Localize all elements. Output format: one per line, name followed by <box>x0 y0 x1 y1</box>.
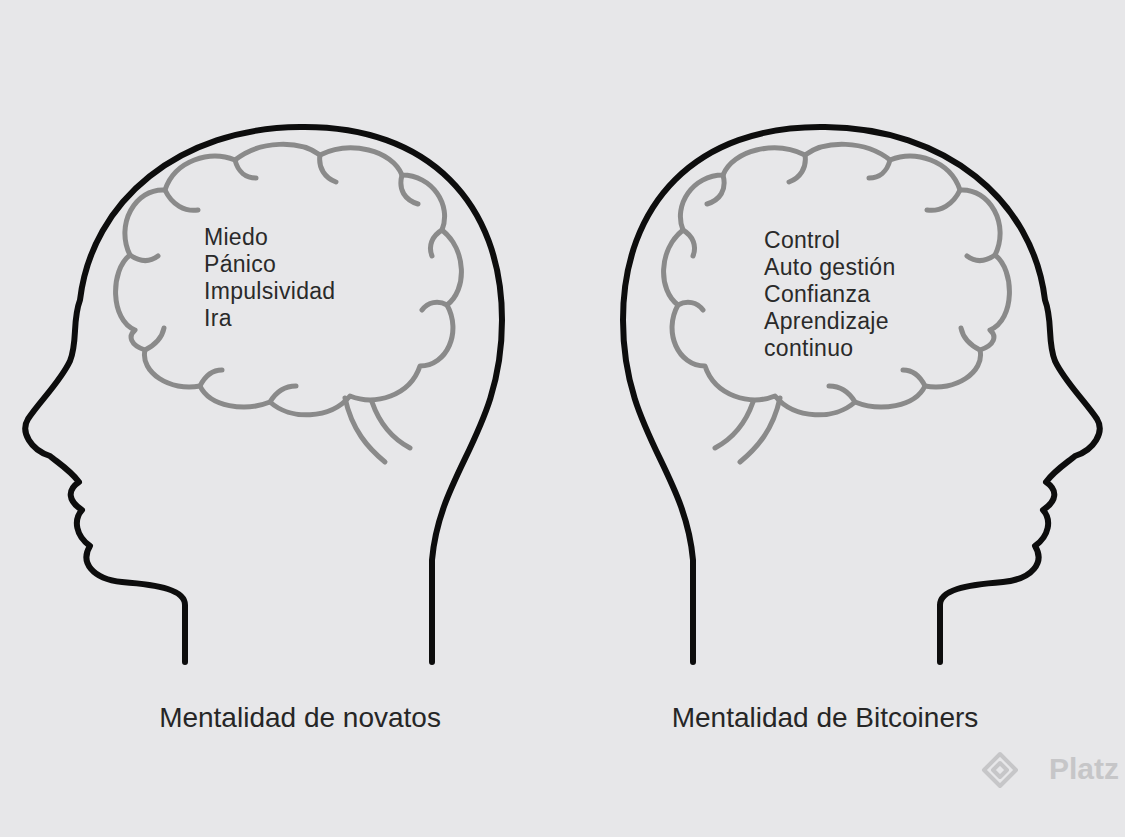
brain-word: Confianza <box>764 281 944 308</box>
brain-word: Miedo <box>204 224 404 251</box>
watermark-logo <box>984 754 1016 786</box>
brain-text-area: MiedoPánicoImpulsividadIra <box>204 224 404 332</box>
brain-word: Control <box>764 227 944 254</box>
brain-word: Aprendizaje continuo <box>764 308 944 362</box>
right-head <box>623 127 1100 662</box>
brain-word: Impulsividad <box>204 278 404 305</box>
caption: Mentalidad de novatos <box>159 702 441 734</box>
brain-text-area: ControlAuto gestiónConfianzaAprendizaje … <box>764 227 944 362</box>
brain-word: Auto gestión <box>764 254 944 281</box>
watermark: Platz <box>1049 752 1119 786</box>
brain-word: Pánico <box>204 251 404 278</box>
left-head <box>25 127 502 662</box>
brain-word: Ira <box>204 305 404 332</box>
caption: Mentalidad de Bitcoiners <box>672 702 979 734</box>
